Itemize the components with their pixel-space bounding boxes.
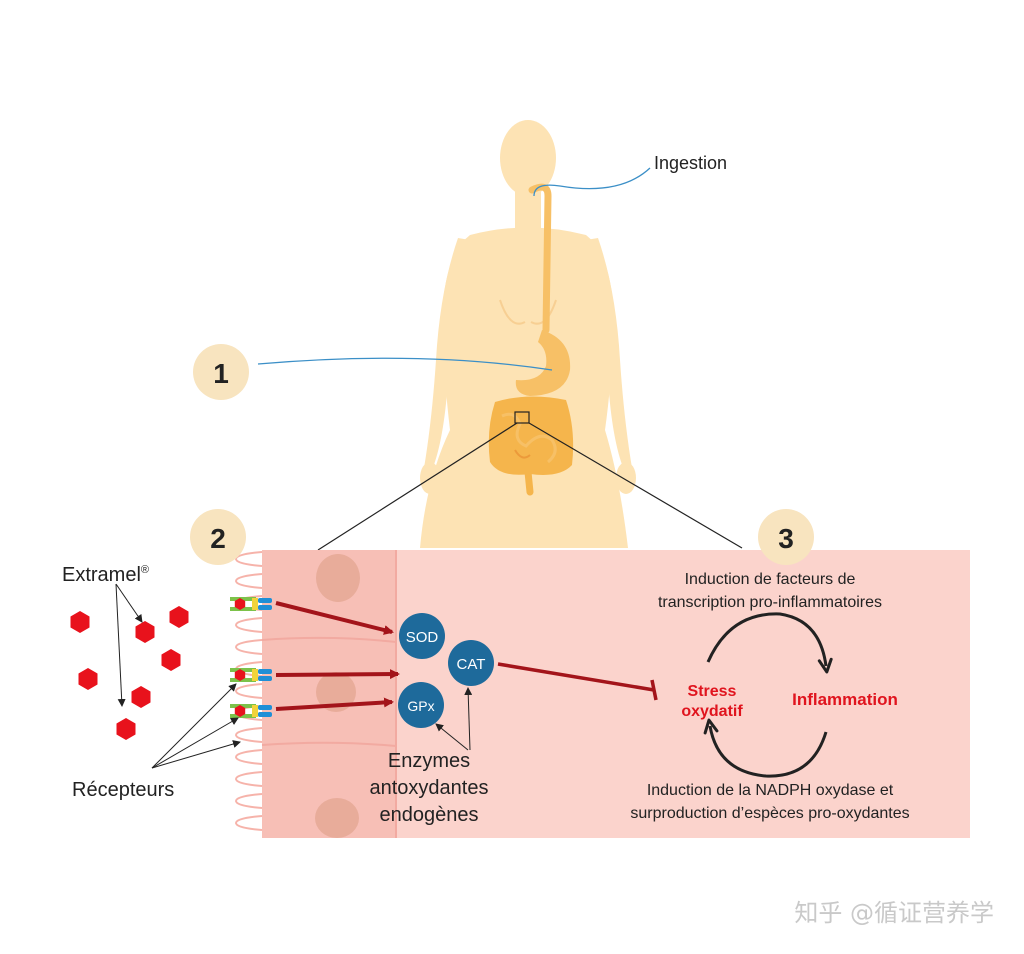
villus <box>234 793 263 809</box>
zoom-line-right <box>528 422 743 549</box>
step-1-leader-line <box>257 357 553 371</box>
enzymes-label-line2: antoxydantes <box>370 777 489 799</box>
ingestion-leader-line <box>533 167 651 197</box>
enzyme-gpx: GPx <box>398 682 444 728</box>
receptor <box>230 597 272 611</box>
cycle-arrow-top <box>706 612 833 674</box>
svg-text:CAT: CAT <box>457 656 486 673</box>
receptor <box>230 704 272 718</box>
step-badge-2: 2 <box>190 509 246 565</box>
extramel-molecule <box>116 718 136 740</box>
receptor-pointer-arrow <box>151 717 239 769</box>
svg-text:1: 1 <box>213 358 229 389</box>
extramel-molecule <box>161 649 181 671</box>
villus <box>234 683 263 699</box>
step-badge-3: 3 <box>758 509 814 565</box>
receptor-pointer-arrow <box>151 740 241 769</box>
inhibition-bar <box>650 679 658 701</box>
cell-nucleus <box>316 554 360 602</box>
villus <box>234 771 263 787</box>
stress-label-line1: Stress <box>688 683 737 700</box>
svg-text:SOD: SOD <box>406 629 439 646</box>
receptor-pointer-arrow <box>151 683 237 769</box>
enzymes-label-line1: Enzymes <box>388 750 470 772</box>
watermark: 知乎 @循证营养学 <box>794 899 994 927</box>
villus <box>234 749 263 765</box>
inflammation-label: Inflammation <box>792 690 898 709</box>
villus <box>234 551 263 567</box>
extramel-label: Extramel® <box>62 564 149 586</box>
digestive-tract <box>488 183 574 496</box>
villus <box>234 639 263 655</box>
cycle-bottom-label-line1: Induction de la NADPH oxydase et <box>647 782 894 799</box>
villus <box>234 617 263 633</box>
extramel-molecule <box>169 606 189 628</box>
extramel-molecules <box>70 606 189 740</box>
svg-text:3: 3 <box>778 523 794 554</box>
enzyme-pointer-arrow <box>464 687 473 751</box>
cycle-top-label-line2: transcription pro-inflammatoires <box>658 594 882 611</box>
cycle-bottom-label-line2: surproduction d’espèces pro-oxydantes <box>630 805 909 822</box>
receptor <box>230 668 272 682</box>
extramel-molecule <box>135 621 155 643</box>
svg-text:2: 2 <box>210 523 226 554</box>
extramel-molecule <box>131 686 151 708</box>
villus <box>234 815 263 831</box>
enzyme-cat: CAT <box>448 640 494 686</box>
intestinal-villi <box>234 551 263 831</box>
recepteurs-label: Récepteurs <box>72 779 174 801</box>
signal-arrow <box>275 697 394 711</box>
villus <box>234 573 263 589</box>
enzymes-label-line3: endogènes <box>380 804 479 826</box>
extramel-pointer-arrow <box>115 583 143 623</box>
cycle-top-label-line1: Induction de facteurs de <box>685 571 856 588</box>
extramel-molecule <box>70 611 90 633</box>
svg-text:GPx: GPx <box>407 698 434 714</box>
receptors <box>230 597 272 718</box>
zoom-box <box>514 411 530 424</box>
inhibition-line <box>497 662 655 692</box>
extramel-pointer-arrow <box>115 583 126 707</box>
signal-arrow <box>275 669 400 680</box>
stress-label-line2: oxydatif <box>681 703 743 720</box>
zoom-line-left <box>317 422 518 551</box>
enzyme-pointer-arrow <box>435 723 469 751</box>
enzyme-sod: SOD <box>399 613 445 659</box>
signal-arrow <box>275 601 394 635</box>
cell-nucleus <box>316 672 356 712</box>
villus <box>234 727 263 743</box>
extramel-molecule <box>78 668 98 690</box>
cell-nucleus <box>315 798 359 838</box>
step-badge-1: 1 <box>193 344 249 400</box>
ingestion-label: Ingestion <box>654 153 727 173</box>
intestinal-tissue <box>234 550 970 838</box>
cycle-arrow-bottom <box>703 718 828 778</box>
